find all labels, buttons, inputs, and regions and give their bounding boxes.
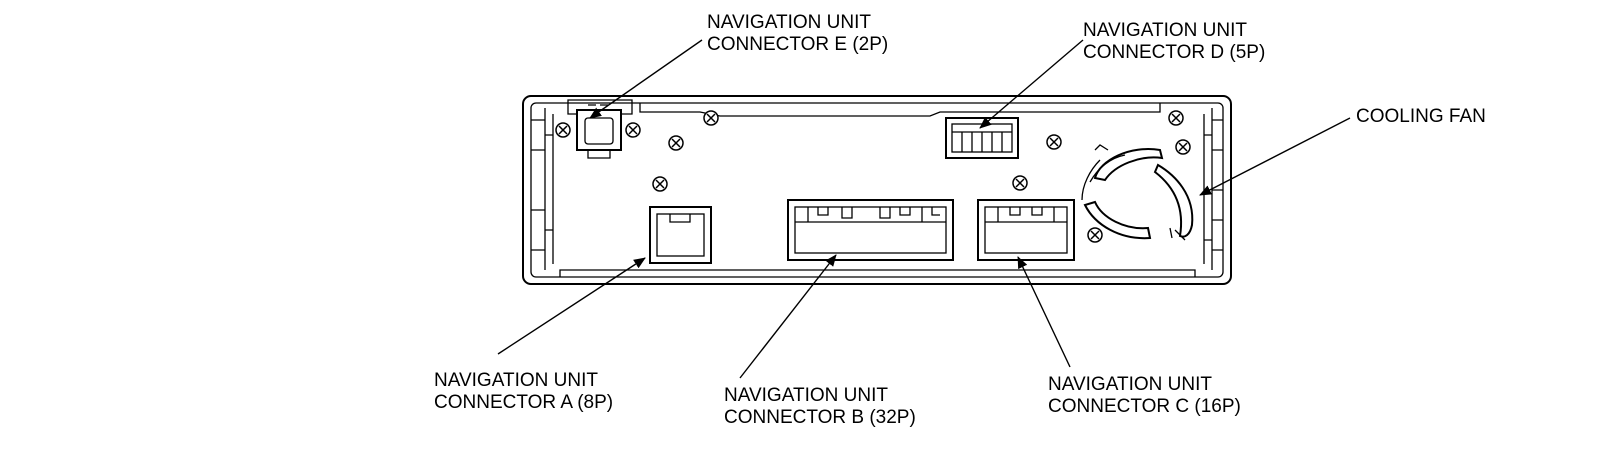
label-connector-c: NAVIGATION UNIT CONNECTOR C (16P) [1048,374,1241,418]
label-connector-b: NAVIGATION UNIT CONNECTOR B (32P) [724,385,916,429]
connector-d-shape [945,117,1019,159]
leader-lines [497,39,1351,379]
leader-line-connector-d [979,39,1084,129]
leader-line-connector-b [739,254,837,379]
label-connector-e-line1: NAVIGATION UNIT [707,12,871,33]
leader-line-connector-c [1017,256,1071,368]
label-connector-a-line1: NAVIGATION UNIT [434,370,598,391]
leader-line-connector-e [589,39,703,119]
label-connector-a: NAVIGATION UNIT CONNECTOR A (8P) [434,370,613,414]
label-connector-b-line1: NAVIGATION UNIT [724,385,888,406]
label-connector-b-line2: CONNECTOR B (32P) [724,407,916,428]
connector-b-shape [787,199,954,261]
label-connector-a-line2: CONNECTOR A (8P) [434,392,614,413]
unit-housing [522,95,1232,285]
label-connector-d: NAVIGATION UNIT CONNECTOR D (5P) [1083,20,1265,64]
leader-line-connector-a [497,257,646,355]
connector-a-shape [649,206,712,264]
label-connector-e-line2: CONNECTOR E (2P) [707,34,889,55]
leader-line-cooling-fan [1199,117,1351,196]
label-connector-c-line2: CONNECTOR C (16P) [1048,396,1241,417]
label-cooling-fan-line1: COOLING FAN [1356,106,1486,127]
connector-c-shape [977,199,1075,261]
cooling-fan-shape [1081,144,1194,241]
label-connector-d-line2: CONNECTOR D (5P) [1083,42,1266,63]
label-connector-d-line1: NAVIGATION UNIT [1083,20,1247,41]
label-connector-e: NAVIGATION UNIT CONNECTOR E (2P) [707,12,888,56]
connector-e-shape [567,99,633,159]
label-connector-c-line1: NAVIGATION UNIT [1048,374,1212,395]
label-cooling-fan: COOLING FAN [1356,106,1486,128]
